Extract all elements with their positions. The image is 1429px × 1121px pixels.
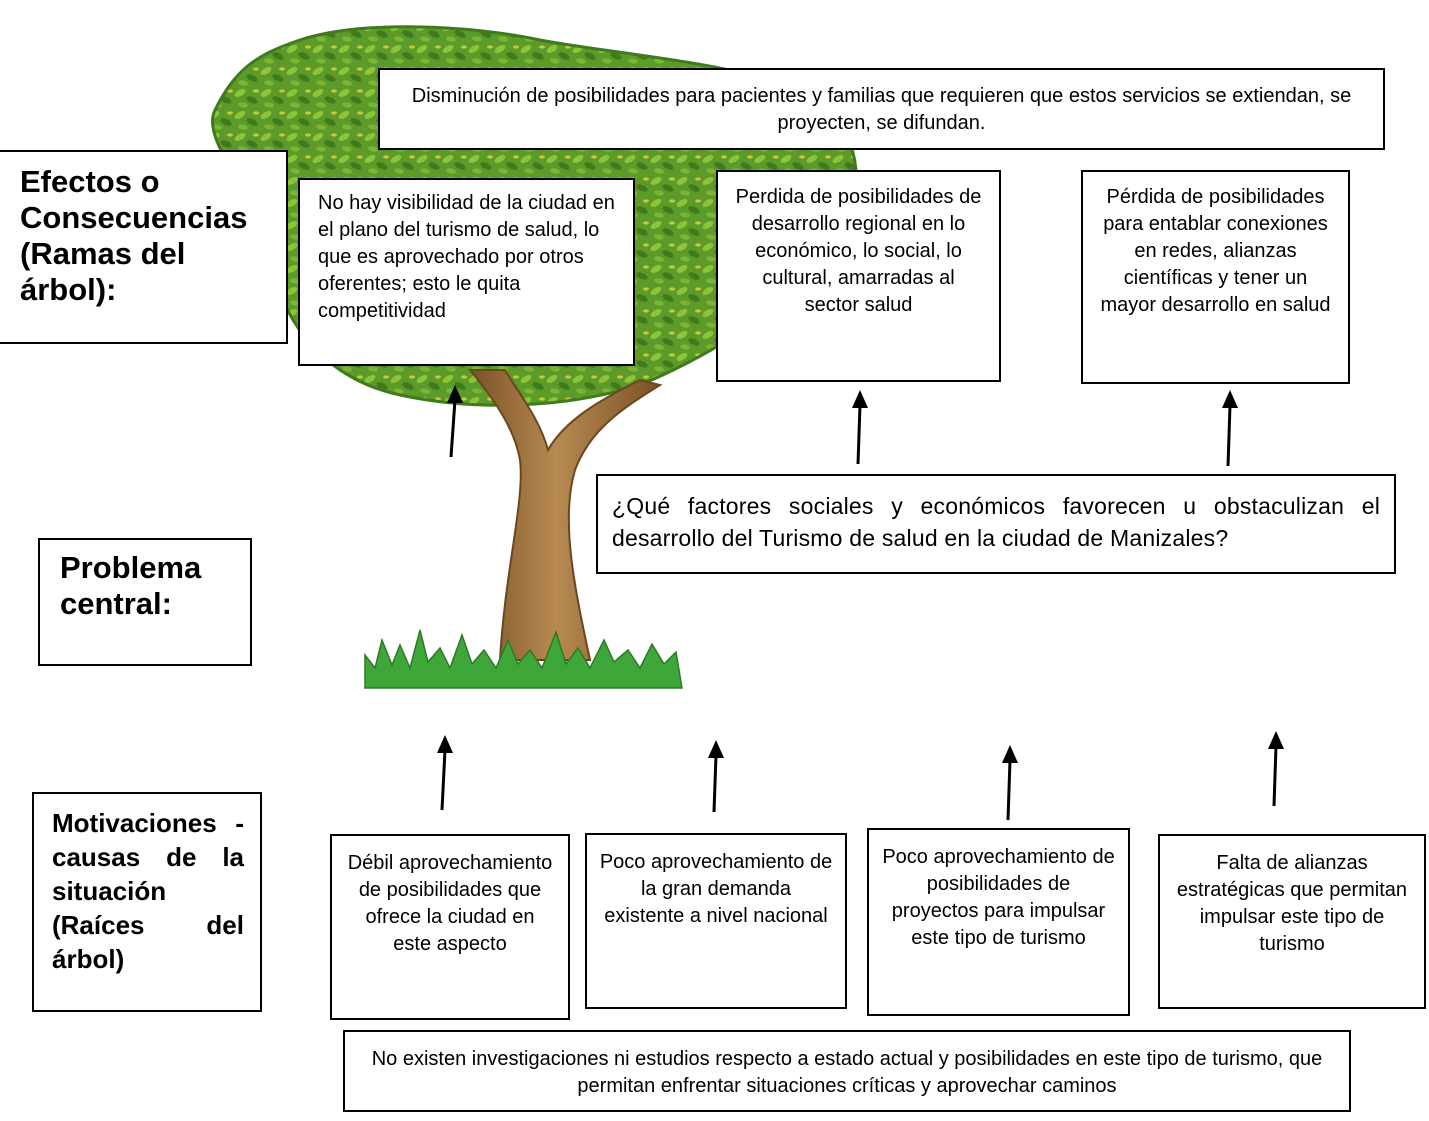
causes-label: Motivaciones - causas de la situación (R…	[52, 808, 244, 974]
arrow-up-icon	[437, 735, 453, 811]
arrow-up-icon	[1222, 390, 1238, 467]
problem-label: Problema central:	[60, 550, 202, 621]
cause-box-1: Débil aprovechamiento de posibilidades q…	[330, 834, 570, 1020]
effect-box-3: Pérdida de posibilidades para entablar c…	[1081, 170, 1350, 384]
problem-label-box: Problema central:	[38, 538, 252, 666]
central-problem-box: ¿Qué factores sociales y económicos favo…	[596, 474, 1396, 574]
root-cause-text: No existen investigaciones ni estudios r…	[371, 1048, 1323, 1097]
root-cause-box: No existen investigaciones ni estudios r…	[343, 1030, 1351, 1112]
top-effect-text: Disminución de posibilidades para pacien…	[411, 85, 1352, 134]
cause-text: Poco aprovechamiento de posibilidades de…	[882, 846, 1115, 949]
arrow-up-icon	[1002, 745, 1018, 821]
cause-text: Poco aprovechamiento de la gran demanda …	[599, 851, 833, 927]
effect-text: Pérdida de posibilidades para entablar c…	[1100, 186, 1331, 316]
cause-box-2: Poco aprovechamiento de la gran demanda …	[585, 833, 847, 1009]
effects-label: Efectos o Consecuencias (Ramas del árbol…	[20, 164, 248, 307]
arrow-up-icon	[852, 390, 868, 465]
causes-label-box: Motivaciones - causas de la situación (R…	[32, 792, 262, 1012]
effect-box-2: Perdida de posibilidades de desarrollo r…	[716, 170, 1001, 382]
cause-box-4: Falta de alianzas estratégicas que permi…	[1158, 834, 1426, 1009]
tree-trunk	[467, 369, 663, 661]
effect-text: Perdida de posibilidades de desarrollo r…	[735, 186, 982, 316]
arrow-up-icon	[708, 740, 724, 813]
effects-label-box: Efectos o Consecuencias (Ramas del árbol…	[0, 150, 288, 344]
effect-text: No hay visibilidad de la ciudad en el pl…	[318, 192, 615, 322]
arrow-up-icon	[447, 385, 463, 458]
cause-box-3: Poco aprovechamiento de posibilidades de…	[867, 828, 1130, 1016]
central-problem-text: ¿Qué factores sociales y económicos favo…	[612, 493, 1380, 551]
cause-text: Falta de alianzas estratégicas que permi…	[1176, 852, 1408, 955]
top-effect-box: Disminución de posibilidades para pacien…	[378, 68, 1385, 150]
arrow-up-icon	[1268, 731, 1284, 807]
effect-box-1: No hay visibilidad de la ciudad en el pl…	[298, 178, 635, 366]
cause-text: Débil aprovechamiento de posibilidades q…	[347, 852, 553, 955]
grass	[364, 629, 683, 689]
